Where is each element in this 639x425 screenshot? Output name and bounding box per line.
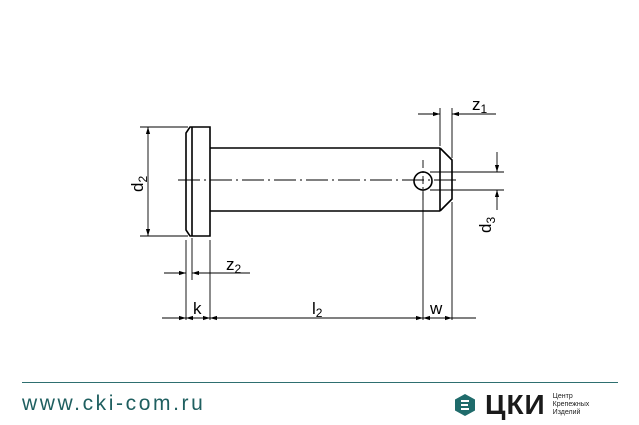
brand-name: ЦКИ [485, 389, 546, 420]
footer-divider [22, 382, 618, 383]
label-z1: z1 [472, 95, 488, 116]
label-l2: l2 [312, 299, 323, 320]
pin-head [185, 126, 211, 237]
brand-tagline: Центр Крепежных Изделий [552, 393, 590, 416]
brand-logo: ЦКИ Центр Крепежных Изделий [454, 389, 590, 420]
label-w: w [429, 299, 443, 318]
hexagon-logo-icon [455, 394, 475, 416]
extension-lines [140, 108, 504, 320]
label-z2: z2 [226, 255, 242, 276]
footer-website-link[interactable]: www.cki-com.ru [22, 392, 206, 415]
label-d3: d3 [476, 217, 498, 233]
clevis-pin-drawing: d2 d3 z1 z2 k l2 w [128, 95, 504, 321]
label-d2: d2 [128, 176, 150, 192]
pin-shank [210, 147, 453, 212]
label-k: k [193, 299, 202, 318]
